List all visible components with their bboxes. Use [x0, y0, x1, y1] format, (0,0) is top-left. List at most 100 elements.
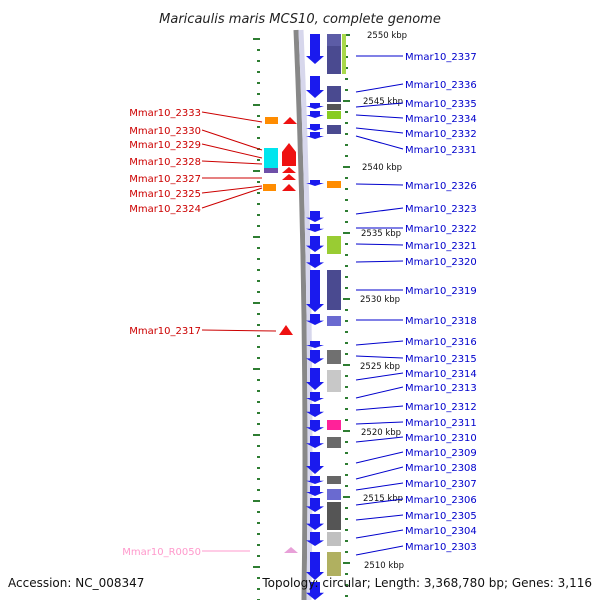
- forward-gene-label[interactable]: Mmar10_2314: [405, 369, 477, 380]
- forward-gene-label[interactable]: Mmar10_2309: [405, 448, 477, 459]
- tick-mark: [253, 302, 260, 304]
- tick-mark: [257, 313, 260, 315]
- label-leader-line: [201, 129, 263, 151]
- forward-gene-label[interactable]: Mmar10_2335: [405, 99, 477, 110]
- reverse-gene-label[interactable]: Mmar10_2328: [129, 157, 201, 168]
- reverse-cds-arrow: [283, 117, 297, 124]
- label-leader-line: [355, 466, 404, 480]
- forward-cds-arrow: [306, 270, 324, 312]
- kbp-label: 2530 kbp: [360, 295, 400, 305]
- forward-gene-label[interactable]: Mmar10_2332: [405, 129, 477, 140]
- forward-gene-label[interactable]: Mmar10_2311: [405, 418, 477, 429]
- forward-gene-label[interactable]: Mmar10_2323: [405, 204, 477, 215]
- forward-gene-label[interactable]: Mmar10_2315: [405, 354, 477, 365]
- tick-mark: [257, 544, 260, 546]
- forward-gene-label[interactable]: Mmar10_2304: [405, 526, 477, 537]
- tick-mark: [257, 478, 260, 480]
- forward-cds-arrow: [306, 236, 324, 252]
- tick-mark: [345, 89, 348, 91]
- tick-mark: [345, 78, 348, 80]
- reverse-gene-label[interactable]: Mmar10_2324: [129, 204, 201, 215]
- function-color-features: [327, 34, 346, 576]
- reverse-cds-arrow: [282, 143, 296, 152]
- forward-cds-arrow: [306, 514, 324, 530]
- forward-gene-label[interactable]: Mmar10_2316: [405, 337, 477, 348]
- label-leader-line: [355, 514, 404, 521]
- reverse-gene-label[interactable]: Mmar10_2330: [129, 126, 201, 137]
- function-block: [342, 34, 346, 74]
- forward-gene-label[interactable]: Mmar10_2307: [405, 479, 477, 490]
- tick-mark: [253, 566, 260, 568]
- function-block: [327, 46, 341, 74]
- forward-gene-label[interactable]: Mmar10_2313: [405, 383, 477, 394]
- reverse-cds-block: [264, 168, 278, 173]
- tick-mark: [343, 232, 350, 234]
- forward-cds-arrow: [306, 132, 324, 139]
- tick-mark: [345, 254, 348, 256]
- tick-mark: [257, 401, 260, 403]
- reverse-gene-label[interactable]: Mmar10_2325: [129, 189, 201, 200]
- forward-gene-label[interactable]: Mmar10_2322: [405, 224, 477, 235]
- forward-cds-arrow: [306, 452, 324, 474]
- tick-mark: [257, 522, 260, 524]
- map-title: Maricaulis maris MCS10, complete genome: [159, 12, 441, 27]
- reverse-cds-arrow: [284, 547, 298, 553]
- label-leader-line: [355, 405, 404, 411]
- label-leader-line: [355, 529, 404, 539]
- tick-mark: [257, 126, 260, 128]
- tick-mark: [345, 584, 348, 586]
- tick-mark: [257, 115, 260, 117]
- forward-cds-arrow: [306, 341, 324, 348]
- tick-mark: [253, 38, 260, 40]
- forward-cds-arrow: [306, 124, 324, 131]
- tick-mark: [345, 56, 348, 58]
- forward-gene-label[interactable]: Mmar10_2308: [405, 463, 477, 474]
- forward-gene-label[interactable]: Mmar10_2306: [405, 495, 477, 506]
- tick-mark: [345, 485, 348, 487]
- tick-mark: [345, 540, 348, 542]
- label-leader-line: [201, 160, 263, 165]
- forward-cds-arrow: [306, 532, 324, 546]
- forward-gene-label[interactable]: Mmar10_2336: [405, 80, 477, 91]
- tick-mark: [343, 496, 350, 498]
- forward-gene-label[interactable]: Mmar10_2318: [405, 316, 477, 327]
- reverse-gene-label[interactable]: Mmar10_R0050: [122, 547, 201, 558]
- function-block: [327, 86, 341, 102]
- forward-gene-label[interactable]: Mmar10_2331: [405, 145, 477, 156]
- reverse-gene-label[interactable]: Mmar10_2333: [129, 108, 201, 119]
- label-leader-line: [355, 451, 404, 464]
- forward-gene-label[interactable]: Mmar10_2337: [405, 52, 477, 63]
- forward-gene-label[interactable]: Mmar10_2319: [405, 286, 477, 297]
- forward-gene-label[interactable]: Mmar10_2326: [405, 181, 477, 192]
- tick-mark: [345, 375, 348, 377]
- tick-mark: [257, 269, 260, 271]
- forward-cds-arrow: [306, 404, 324, 417]
- tick-mark: [345, 342, 348, 344]
- label-leader-line: [355, 545, 404, 556]
- forward-cds-arrow: [306, 368, 324, 390]
- function-block: [327, 104, 341, 110]
- reverse-gene-label[interactable]: Mmar10_2327: [129, 174, 201, 185]
- reverse-gene-label[interactable]: Mmar10_2329: [129, 140, 201, 151]
- forward-gene-label[interactable]: Mmar10_2310: [405, 433, 477, 444]
- forward-gene-label[interactable]: Mmar10_2320: [405, 257, 477, 268]
- forward-strand-features: [306, 34, 324, 600]
- label-leader-line: [355, 207, 404, 215]
- tick-mark: [257, 390, 260, 392]
- tick-mark: [345, 287, 348, 289]
- tick-mark: [343, 364, 350, 366]
- function-block: [327, 532, 341, 546]
- tick-mark: [257, 258, 260, 260]
- forward-gene-label[interactable]: Mmar10_2303: [405, 542, 477, 553]
- forward-gene-label[interactable]: Mmar10_2305: [405, 511, 477, 522]
- label-leader-line: [355, 340, 404, 346]
- forward-gene-label[interactable]: Mmar10_2321: [405, 241, 477, 252]
- reverse-cds-arrow: [282, 184, 296, 191]
- reverse-gene-label[interactable]: Mmar10_2317: [129, 326, 201, 337]
- forward-cds-arrow: [306, 436, 324, 448]
- forward-gene-label[interactable]: Mmar10_2312: [405, 402, 477, 413]
- forward-gene-label[interactable]: Mmar10_2334: [405, 114, 477, 125]
- tick-mark: [345, 111, 348, 113]
- function-block: [327, 502, 341, 530]
